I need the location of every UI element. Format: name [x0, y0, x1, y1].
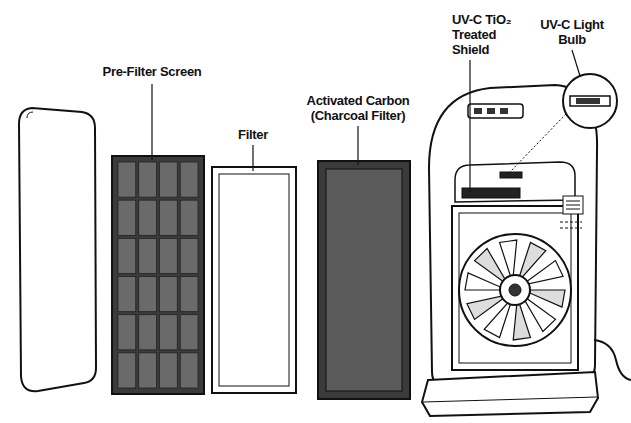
bulb-detail: [570, 96, 610, 106]
purifier-body: [462, 188, 520, 198]
screen-grid: [139, 353, 157, 388]
purifier-body: [429, 85, 597, 386]
screen-grid: [160, 353, 178, 388]
fan: [459, 234, 571, 346]
screen-grid: [160, 238, 178, 273]
purifier-body: [487, 108, 495, 114]
screen-grid: [180, 315, 198, 350]
screen-grid: [118, 353, 136, 388]
leader-lines: [357, 126, 358, 165]
fan-blades: [513, 304, 530, 340]
part-label: UV-C TiO₂ Treated Shield: [452, 12, 526, 57]
screen-grid: [160, 162, 178, 197]
screen-grid: [139, 277, 157, 312]
fan: [459, 234, 571, 346]
screen-grid: [118, 200, 136, 235]
purifier-body: [459, 213, 571, 363]
filter-panel: [219, 174, 289, 386]
leader-lines: [572, 50, 580, 76]
fan-blades: [475, 249, 505, 282]
leader-lines: [152, 50, 580, 192]
purifier-body: [500, 108, 508, 114]
screen-grid: [118, 315, 136, 350]
screen-grid: [118, 238, 136, 273]
part-label: UV-C Light Bulb: [534, 17, 610, 47]
purifier-body: [422, 372, 598, 416]
purifier-body: [563, 196, 583, 214]
purifier-body: [560, 222, 582, 228]
fan-blades: [525, 299, 555, 332]
leader-lines: [151, 84, 152, 160]
screen-grid: [139, 315, 157, 350]
screen-grid: [160, 277, 178, 312]
purifier-body: [455, 162, 575, 202]
part-label: Filter: [231, 127, 275, 142]
front-cover: [27, 112, 33, 118]
filter-panel: [212, 167, 296, 393]
screen-grid: [180, 353, 198, 388]
purifier-body: [594, 340, 631, 380]
purifier-body: [474, 108, 482, 114]
purifier-body: [423, 397, 597, 402]
screen-grid: [139, 238, 157, 273]
bulb-detail: [510, 74, 617, 172]
bulb-detail: [563, 74, 617, 128]
carbon-filter: [318, 161, 410, 399]
filter-panel: [212, 167, 296, 393]
bulb-detail: [510, 114, 566, 172]
carbon-filter: [326, 169, 402, 391]
screen-grid: [180, 162, 198, 197]
front-cover: [19, 108, 96, 391]
screen-grid: [139, 200, 157, 235]
purifier-body: [452, 206, 578, 370]
fan: [509, 284, 521, 296]
purifier-body: [468, 104, 523, 118]
screen-grid: [118, 162, 198, 388]
leader-lines: [469, 60, 470, 192]
fan: [500, 275, 530, 305]
leader-lines: [252, 145, 253, 171]
bulb-detail: [576, 98, 600, 104]
fan-blades: [527, 261, 563, 284]
purifier-body: [422, 85, 631, 416]
fan-blades: [500, 240, 517, 276]
screen-grid: [139, 162, 157, 197]
screen-grid: [160, 315, 178, 350]
screen-grid: [160, 200, 178, 235]
purifier-body: [500, 172, 522, 178]
screen-grid: [118, 277, 136, 312]
purifier-body: [566, 201, 580, 209]
pre-filter-screen: [112, 156, 204, 394]
part-label: Pre-Filter Screen: [86, 64, 218, 79]
front-cover: [19, 108, 96, 391]
fan-blades: [467, 296, 503, 319]
pre-filter-screen: [112, 156, 204, 394]
part-label: Activated Carbon (Charcoal Filter): [293, 93, 423, 123]
screen-grid: [180, 277, 198, 312]
screen-grid: [180, 238, 198, 273]
carbon-filter: [318, 161, 410, 399]
screen-grid: [118, 162, 136, 197]
screen-grid: [180, 200, 198, 235]
fan-blades: [465, 240, 565, 340]
